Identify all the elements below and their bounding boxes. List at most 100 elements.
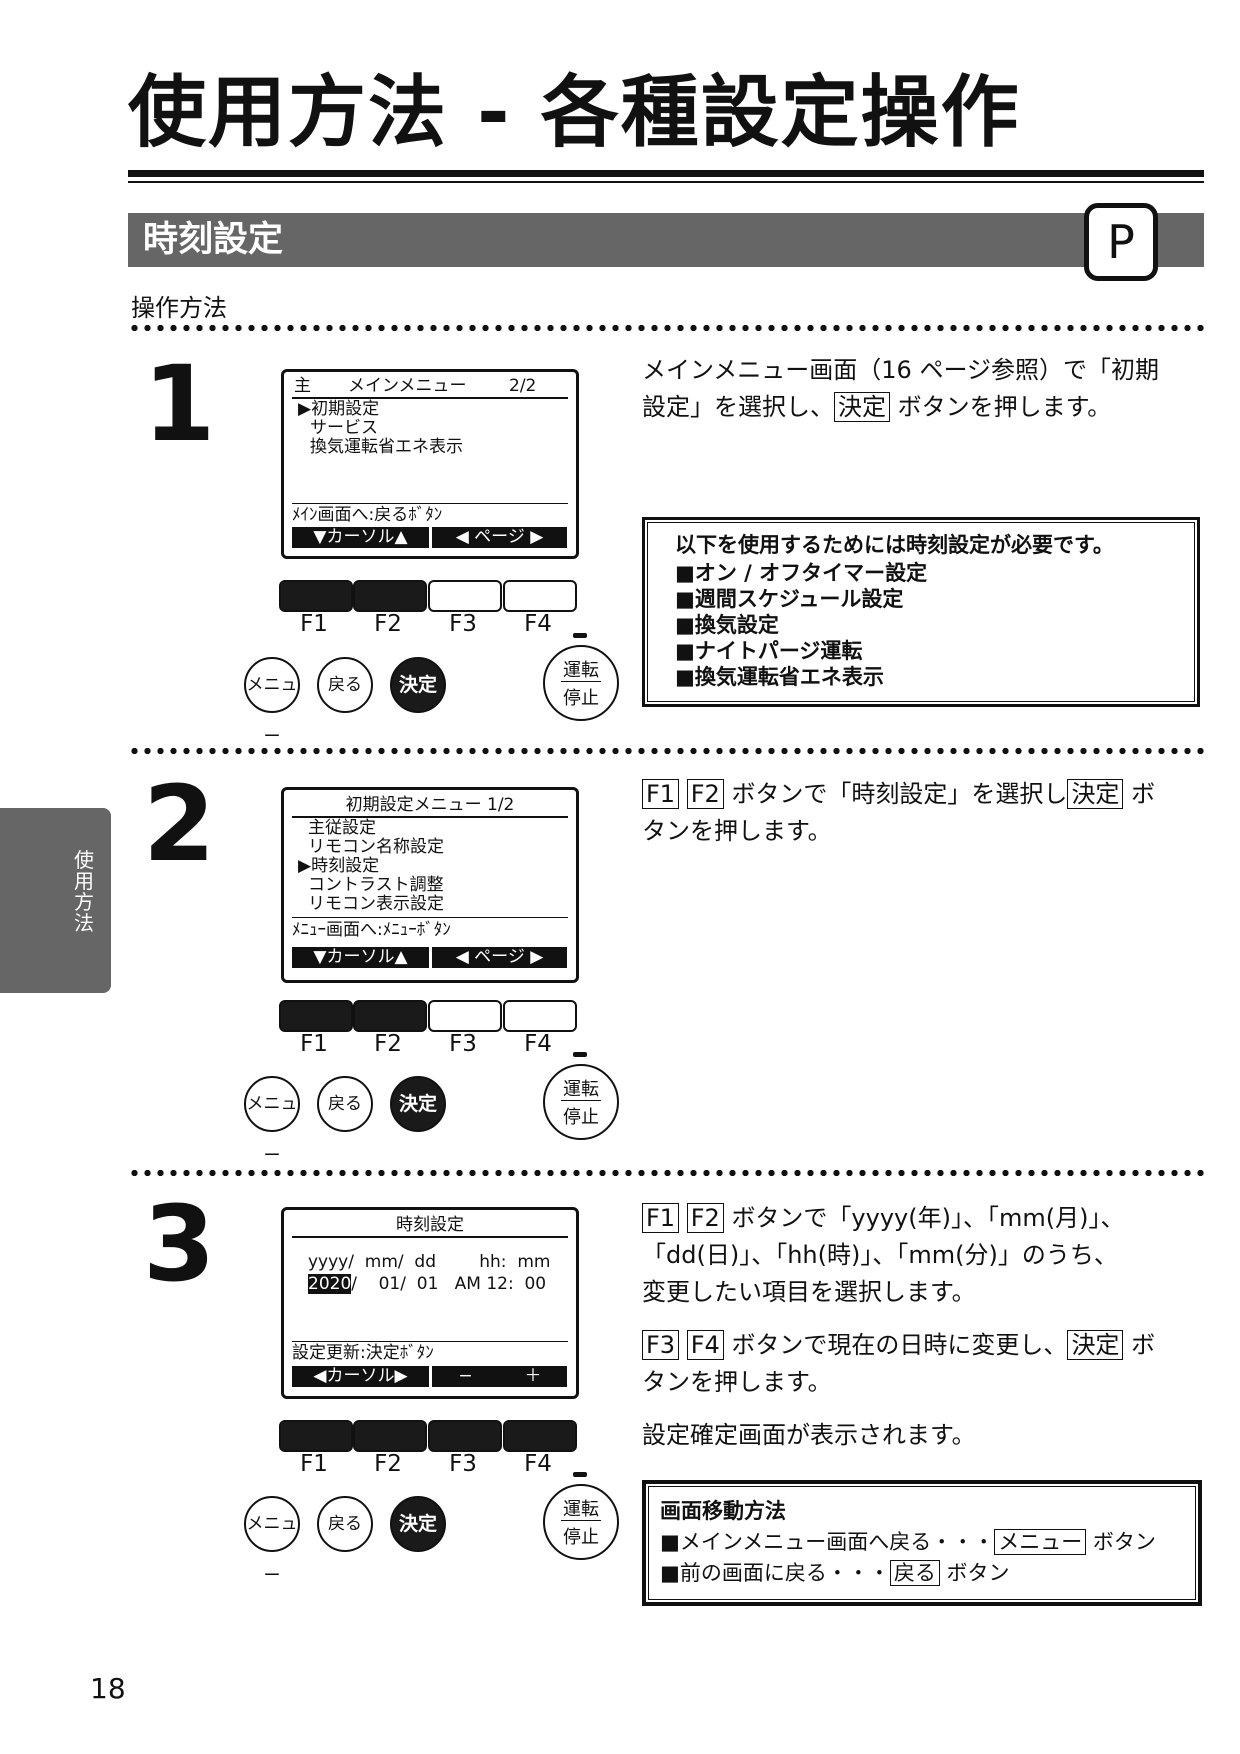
lcd-bar-right: ◀ ページ ▶ [432,527,567,548]
step-number: 1 [143,343,216,465]
spacer [642,1311,1207,1327]
f2-key[interactable] [353,1000,427,1032]
dotted-divider [128,748,1204,754]
notice-item: ■換気設定 [675,613,779,637]
side-tab [0,808,111,993]
f2-label: F2 [374,1031,402,1057]
f1-label: F1 [300,1031,328,1057]
f4-key[interactable] [503,1000,577,1032]
side-tab-char: 法 [74,911,94,935]
lcd-item: コントラスト調整 [308,875,444,895]
lcd-softkey-bar: ▼カーソル▲ ◀ ページ ▶ [292,527,570,548]
ok-button[interactable]: 決定 [390,1076,446,1132]
lcd-item: ▶初期設定 [298,399,380,419]
lcd-date-rest: / 01/ 01 AM 12: 00 [351,1274,547,1294]
desc-line: F3 F4 ボタンで現在の日時に変更し、決定 ボ [642,1327,1207,1364]
f3-label: F3 [449,1031,477,1057]
lcd-screen: 時刻設定 yyyy/ mm/ dd hh: mm 2020/ 01/ 01 AM… [281,1207,579,1399]
f4-label: F4 [524,611,552,637]
desc-line: F1 F2 ボタンで「yyyy(年)」、「mm(月)」、 [642,1200,1207,1237]
lcd-year-value-selected: 2020 [308,1274,352,1294]
run-stop-button[interactable]: 運転 停止 [543,1064,619,1140]
notice-box: 以下を使用するためには時刻設定が必要です。 ■オン / オフタイマー設定 ■週間… [642,517,1200,707]
lcd-bar-left: ▼カーソル▲ [292,527,429,548]
back-button[interactable]: 戻る [317,1496,373,1552]
desc-line: メインメニュー画面（16 ページ参照）で「初期 [642,356,1159,384]
lcd-header: 時刻設定 [396,1215,464,1235]
back-button[interactable]: 戻る [317,1076,373,1132]
ok-button[interactable]: 決定 [390,1496,446,1552]
run-stop-button[interactable]: 運転 停止 [543,1484,619,1560]
section-title: 時刻設定 [143,220,284,260]
subheading: 操作方法 [131,294,227,322]
run-label: 運転 [563,1499,599,1520]
menu-button[interactable]: メニュー [244,1076,300,1166]
lcd-date-values: 2020/ 01/ 01 AM 12: 00 [308,1274,547,1294]
f3-key[interactable] [428,1000,502,1032]
f1-label: F1 [300,611,328,637]
f2-key[interactable] [353,1420,427,1452]
f2-key[interactable] [353,580,427,612]
lcd-screen: 初期設定メニュー 1/2 主従設定 リモコン名称設定 ▶時刻設定 コントラスト調… [281,787,579,983]
desc-line: タンを押します。 [642,817,832,845]
f4-key[interactable] [503,580,577,612]
lcd-item: サービス [310,418,378,438]
desc-text: ボ [1131,780,1156,808]
f2-label: F2 [374,1451,402,1477]
side-tab-char: 方 [74,890,94,914]
page-number: 18 [90,1672,126,1705]
f2-label: F2 [374,611,402,637]
key-f1-label: F1 [642,1203,680,1233]
f1-key[interactable] [279,1000,353,1032]
nav-item: ■前の画面に戻る・・・戻る ボタン [660,1560,1010,1586]
lcd-divider [292,1341,568,1342]
stop-label: 停止 [563,1107,599,1128]
desc-line: F1 F2 ボタンで「時刻設定」を選択し決定 ボ [642,776,1207,813]
lcd-header: 初期設定メニュー 1/2 [345,795,515,815]
run-divider [561,1100,601,1101]
run-indicator-led [573,1052,587,1057]
key-ok-label: 決定 [1067,779,1124,809]
run-stop-button[interactable]: 運転 停止 [543,645,619,721]
key-f2-label: F2 [686,1203,724,1233]
f3-label: F3 [449,611,477,637]
notice-title: 以下を使用するためには時刻設定が必要です。 [675,533,1114,557]
section-bar [128,213,1204,267]
f3-key[interactable] [428,580,502,612]
f4-label: F4 [524,1451,552,1477]
key-ok-label: 決定 [1067,1330,1124,1360]
page-title: 使用方法 - 各種設定操作 [128,68,1021,158]
lcd-softkey-bar: ◀カーソル▶ − ＋ [292,1366,570,1387]
lcd-divider [292,917,568,918]
ok-button[interactable]: 決定 [390,657,446,713]
dotted-divider [128,1170,1204,1176]
f1-key[interactable] [279,580,353,612]
f1-key[interactable] [279,1420,353,1452]
nav-title: 画面移動方法 [660,1499,786,1523]
lcd-divider [292,503,568,504]
stop-label: 停止 [563,1527,599,1548]
desc-line: 設定確定画面が表示されます。 [642,1421,976,1449]
nav-text: ■前の画面に戻る・・・ [660,1561,890,1585]
lcd-item: リモコン表示設定 [308,894,444,914]
lcd-divider [292,1236,568,1238]
f4-key[interactable] [503,1420,577,1452]
desc-line: 設定」を選択し、決定 ボタンを押します。 [642,389,1207,426]
f3-key[interactable] [428,1420,502,1452]
step-number: 3 [143,1183,216,1305]
lcd-bar-plus: ＋ [499,1366,567,1387]
back-button[interactable]: 戻る [317,657,373,713]
desc-text: 設定」を選択し、 [642,393,834,421]
lcd-bar-left: ▼カーソル▲ [292,947,429,968]
menu-button[interactable]: メニュー [244,1496,300,1586]
lcd-screen: 主 メインメニュー 2/2 ▶初期設定 サービス 換気運転省エネ表示 ﾒｲﾝ画面… [281,369,579,559]
menu-button[interactable]: メニュー [244,657,300,747]
run-divider [561,1520,601,1521]
side-tab-label: 使 用 方 法 [71,850,97,934]
run-indicator-led [573,1472,587,1477]
navigation-box: 画面移動方法 ■メインメニュー画面へ戻る・・・メニュー ボタン ■前の画面に戻る… [642,1480,1202,1606]
key-f3-label: F3 [642,1330,680,1360]
p-badge-icon: P [1084,203,1158,281]
lcd-item: 主従設定 [308,818,376,838]
lcd-divider [292,816,568,818]
